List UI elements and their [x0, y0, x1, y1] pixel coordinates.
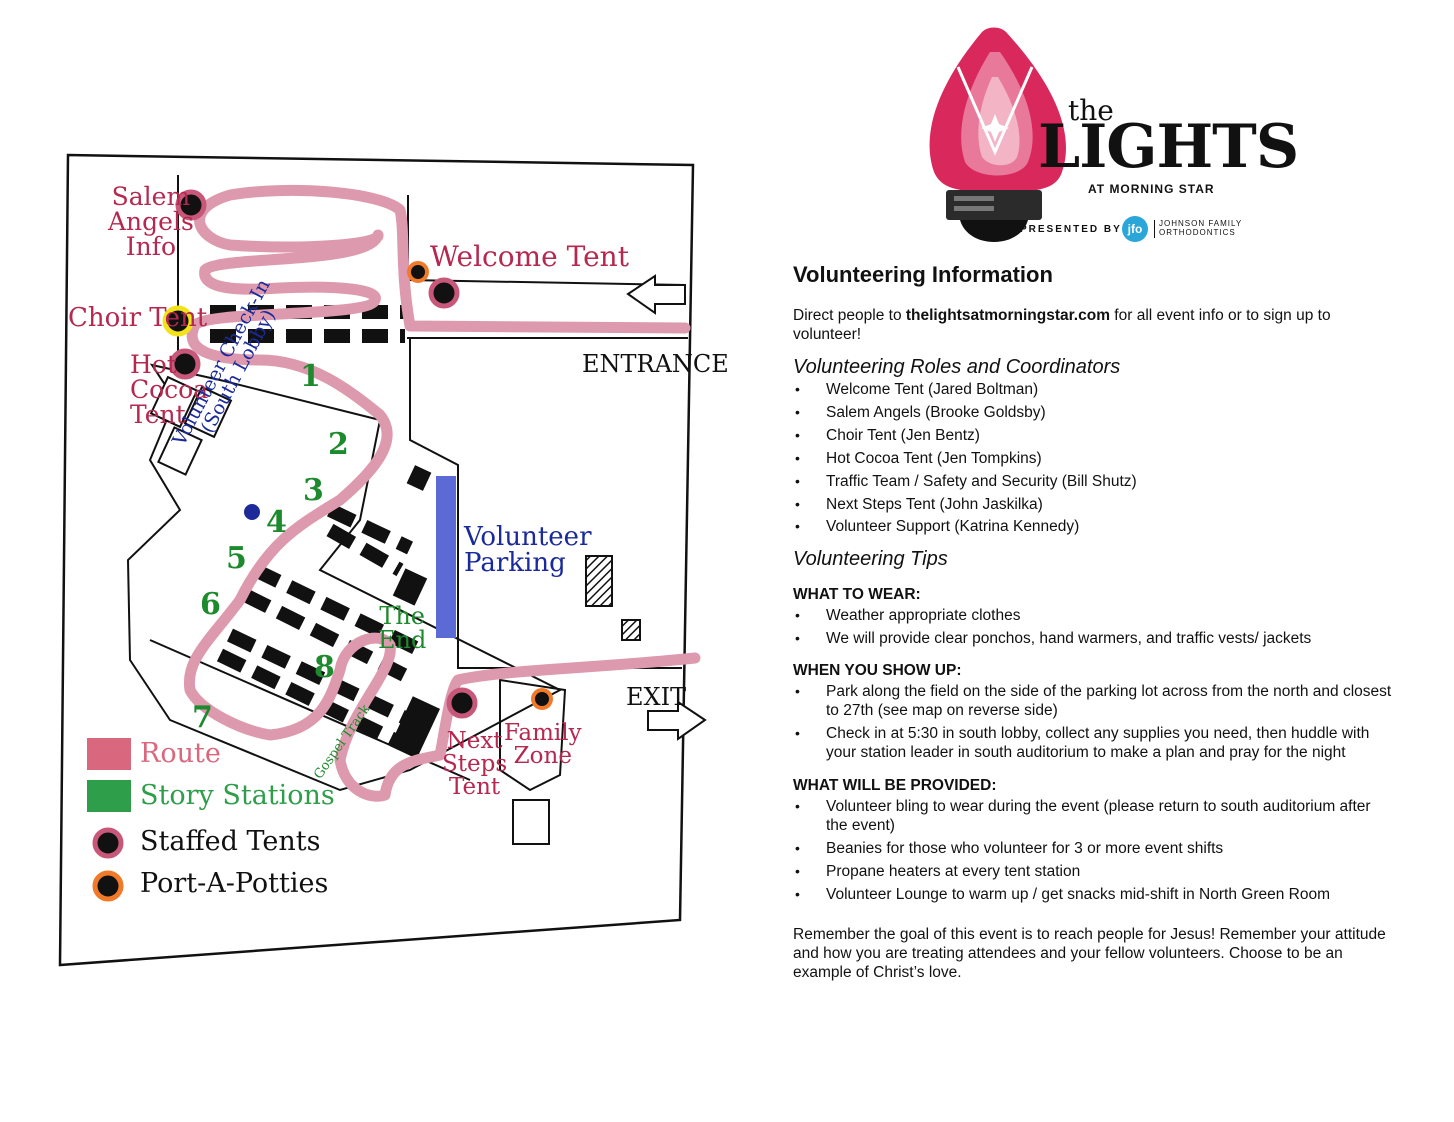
label-next-steps-tent: Next Steps Tent	[442, 728, 508, 800]
show-up-list: Park along the field on the side of the …	[793, 683, 1393, 763]
legend-route-label: Route	[140, 738, 221, 769]
roles-list: Welcome Tent (Jared Boltman) Salem Angel…	[793, 381, 1393, 537]
port-a-potty-marker-family-zone	[531, 688, 553, 710]
volunteering-info: Volunteering Information Direct people t…	[793, 262, 1393, 983]
list-item: Check in at 5:30 in south lobby, collect…	[793, 725, 1393, 763]
sponsor-line-2: ORTHODONTICS	[1159, 227, 1236, 237]
label-hot-cocoa-tent: Hot Cocoa Tent	[130, 350, 209, 429]
label-welcome-tent: Welcome Tent	[430, 240, 629, 273]
logo-presented-by: PRESENTED BY	[1020, 224, 1122, 235]
volunteer-parking-zone	[436, 476, 456, 638]
list-item: We will provide clear ponchos, hand warm…	[793, 630, 1393, 649]
list-item: Choir Tent (Jen Bentz)	[793, 427, 1393, 446]
entrance-arrow	[626, 274, 686, 315]
staffed-tent-marker-welcome	[428, 277, 460, 309]
show-up-heading: WHEN YOU SHOW UP:	[793, 662, 962, 680]
story-station-7: 7	[192, 700, 213, 735]
story-station-8: 8	[314, 650, 335, 685]
staffed-tent-marker-hot-cocoa	[169, 348, 201, 380]
story-station-4: 4	[266, 505, 287, 540]
legend-port-a-potties-label: Port-A-Potties	[140, 868, 329, 899]
list-item: Next Steps Tent (John Jaskilka)	[793, 496, 1393, 515]
list-item: Salem Angels (Brooke Goldsby)	[793, 404, 1393, 423]
label-family-zone: Family Zone	[504, 720, 582, 769]
event-map: Salem Angels Info Welcome Tent Choir Ten…	[58, 153, 729, 967]
label-choir-tent: Choir Tent	[68, 303, 208, 333]
sponsor-name: JOHNSON FAMILY ORTHODONTICS	[1154, 219, 1243, 238]
roles-heading: Volunteering Roles and Coordinators	[793, 355, 1121, 378]
intro-before: Direct people to	[793, 306, 906, 324]
list-item: Welcome Tent (Jared Boltman)	[793, 381, 1393, 400]
label-volunteer-parking: Volunteer Parking	[464, 522, 592, 578]
list-item: Traffic Team / Safety and Security (Bill…	[793, 473, 1393, 492]
list-item: Weather appropriate clothes	[793, 607, 1393, 626]
legend-route-swatch	[87, 738, 131, 770]
list-item: Volunteer Support (Katrina Kennedy)	[793, 518, 1393, 537]
info-title: Volunteering Information	[793, 262, 1053, 287]
story-station-6: 6	[200, 587, 221, 622]
map-drawing	[58, 153, 707, 967]
tips-heading: Volunteering Tips	[793, 548, 948, 571]
intro-paragraph: Direct people to thelightsatmorningstar.…	[793, 307, 1393, 345]
jfo-badge: jfo	[1122, 216, 1148, 242]
bulb-icon	[929, 27, 1066, 242]
wear-heading: WHAT TO WEAR:	[793, 585, 921, 603]
choir-tent-marker	[162, 305, 194, 337]
story-station-3: 3	[303, 473, 324, 508]
story-station-5: 5	[226, 541, 247, 576]
list-item: Volunteer Lounge to warm up / get snacks…	[793, 886, 1393, 905]
logo-word-lights: LIGHTS	[1038, 112, 1299, 182]
logo-word-the: the	[1068, 94, 1114, 127]
closing-paragraph: Remember the goal of this event is to re…	[793, 926, 1386, 982]
map-markers	[162, 189, 553, 719]
hatched-building	[585, 555, 613, 607]
logo-subtitle: AT MORNING STAR	[1088, 182, 1215, 196]
list-item: Beanies for those who volunteer for 3 or…	[793, 840, 1393, 859]
website-link[interactable]: thelightsatmorningstar.com	[905, 306, 1110, 324]
list-item: Volunteer bling to wear during the event…	[793, 798, 1393, 836]
list-item: Hot Cocoa Tent (Jen Tompkins)	[793, 450, 1393, 469]
small-buildings	[149, 375, 550, 845]
wear-list: Weather appropriate clothes We will prov…	[793, 607, 1393, 649]
check-in-marker	[242, 502, 262, 522]
label-entrance: ENTRANCE	[582, 350, 729, 378]
staffed-tent-marker-next-steps	[446, 687, 478, 719]
exit-arrow	[647, 700, 707, 741]
label-salem-angels-info: Salem Angels Info	[108, 182, 194, 261]
provided-list: Volunteer bling to wear during the event…	[793, 798, 1393, 905]
light-blocks	[389, 465, 441, 759]
legend-port-a-potty-dot	[92, 870, 124, 902]
list-item: Propane heaters at every tent station	[793, 863, 1393, 882]
hatched-building-small	[621, 619, 641, 641]
sponsor-line-1: JOHNSON FAMILY	[1159, 219, 1243, 228]
intro-after: for all event info or to sign up to volu…	[793, 306, 1331, 343]
list-item: Park along the field on the side of the …	[793, 683, 1393, 721]
label-the-end: The End	[378, 602, 427, 654]
legend-staffed-tents-label: Staffed Tents	[140, 826, 321, 857]
the-lights-logo: the LIGHTS AT MORNING STAR PRESENTED BY …	[920, 22, 1299, 252]
legend-staffed-tent-dot	[92, 827, 124, 859]
route-path	[183, 184, 701, 802]
port-a-potty-marker-welcome	[407, 261, 429, 283]
provided-heading: WHAT WILL BE PROVIDED:	[793, 777, 997, 795]
legend-story-swatch	[87, 780, 131, 812]
story-station-1: 1	[300, 359, 321, 394]
staffed-tent-marker-salem-angels	[175, 189, 207, 221]
story-station-2: 2	[328, 427, 349, 462]
label-exit: EXIT	[626, 683, 687, 711]
legend-story-stations-label: Story Stations	[140, 780, 335, 811]
